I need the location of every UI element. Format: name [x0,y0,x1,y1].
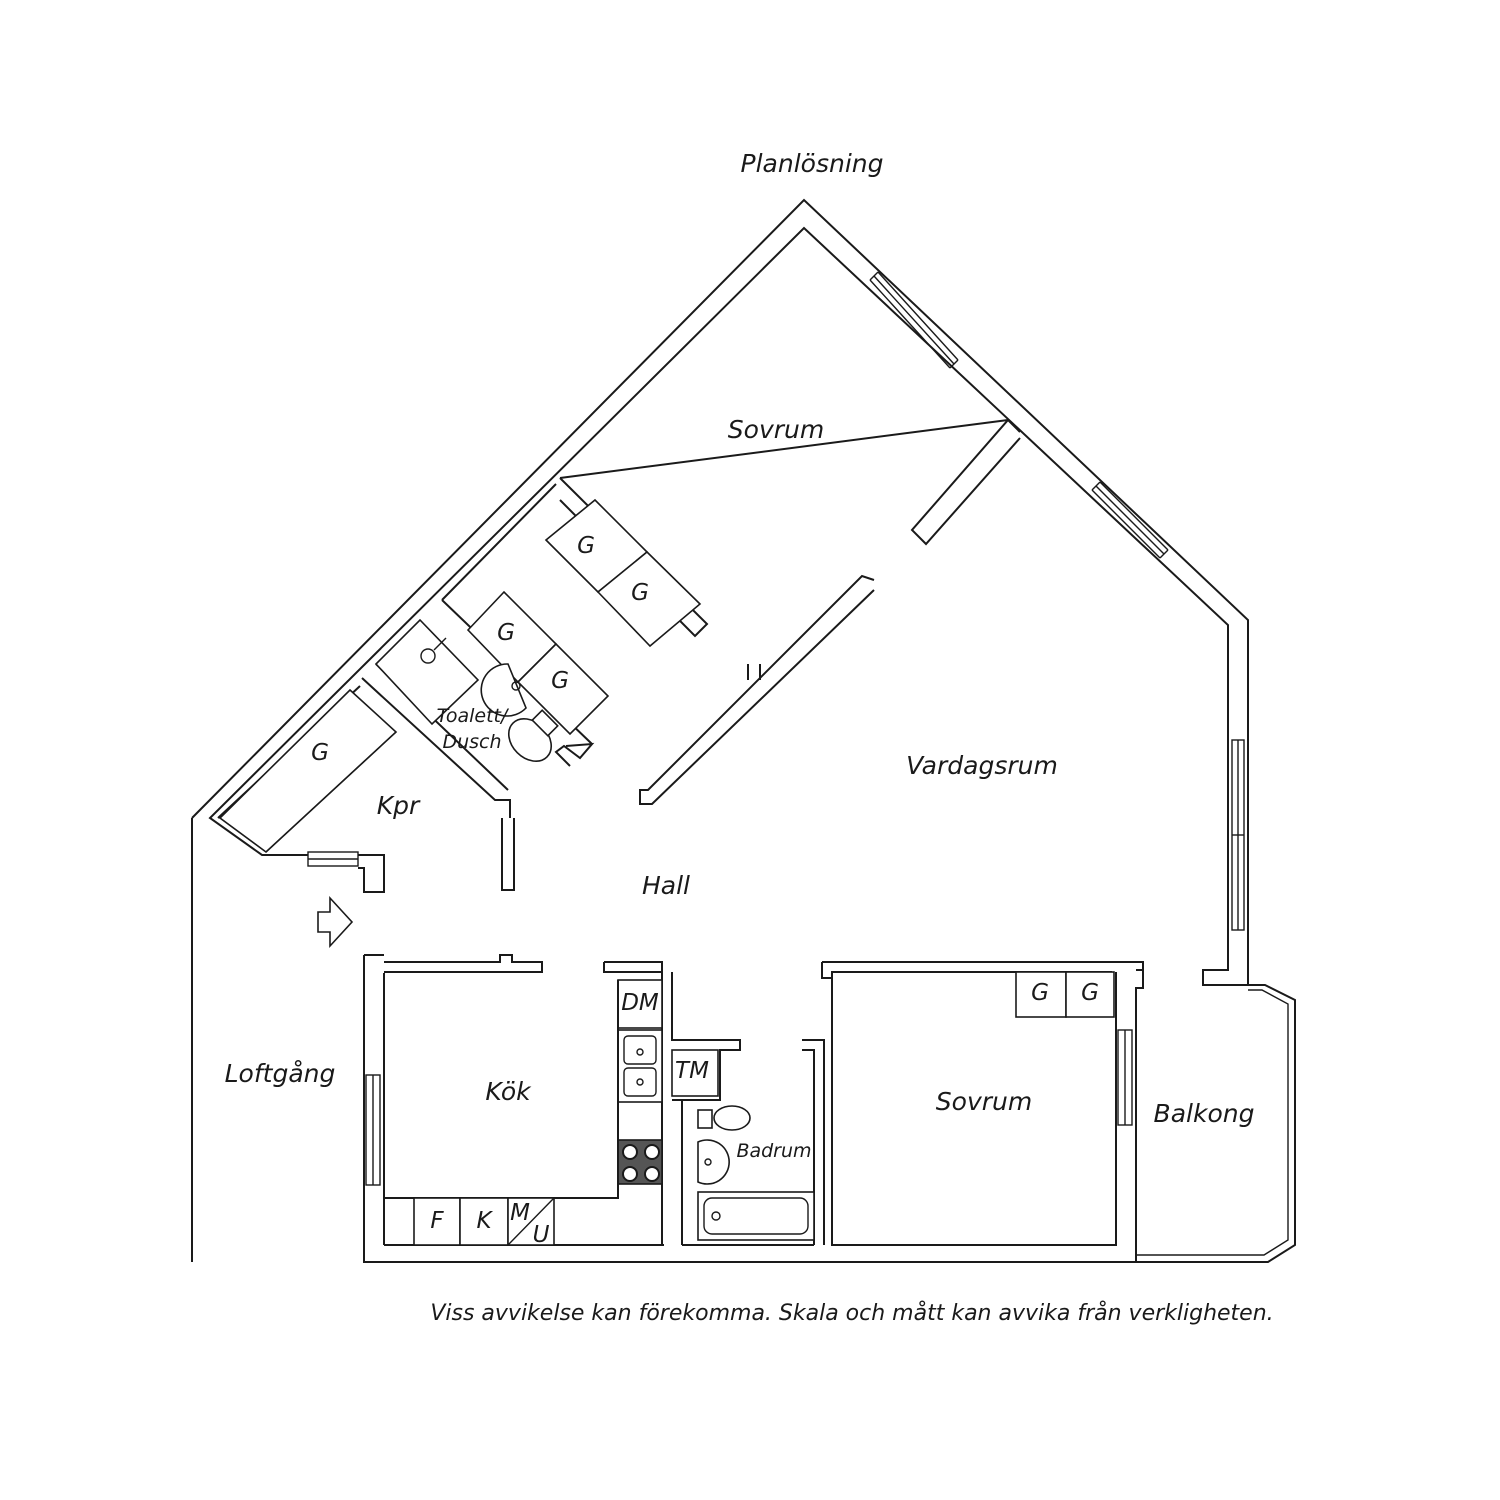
toilet-icon [507,709,559,763]
interior-walls [217,418,1144,1246]
oven-label: U [533,1222,550,1248]
room-label-kok: Kök [485,1077,532,1106]
dryer [671,1049,719,1097]
room-label-hall: Hall [642,871,690,900]
freezer [459,1197,509,1246]
fridge-label: F [430,1208,444,1234]
sink-icon [617,1029,663,1103]
toilet-icon [697,1105,751,1131]
wardrobe-label: G [551,668,569,694]
stove-icon [617,1139,663,1185]
shower-icon [374,618,480,726]
room-label-kpr: Kpr [377,791,421,820]
freezer-label: K [476,1208,493,1234]
fridge [413,1197,461,1246]
window-icon [307,271,1245,1186]
room-label-balkong: Balkong [1154,1099,1255,1128]
room-label-vardagsrum: Vardagsrum [906,751,1058,780]
wardrobe-label: G [577,533,595,559]
room-label-toalett: Toalett/ [437,705,510,727]
room-label-dusch: Dusch [442,731,501,753]
entrance-arrow-icon [317,895,354,949]
sink-icon [697,1139,730,1185]
dishwasher [617,979,663,1029]
sink-icon [480,663,527,717]
dishwasher-label: DM [621,990,659,1016]
microwave-label: M [510,1200,530,1226]
plan-title: Planlösning [741,149,884,178]
room-label-sovrum-bottom: Sovrum [936,1087,1032,1116]
balcony [1136,984,1296,1263]
room-label-loftgang: Loftgång [225,1059,336,1088]
room-label-sovrum-top: Sovrum [728,415,824,444]
wardrobe-label: G [497,620,515,646]
disclaimer: Viss avvikelse kan förekomma. Skala och … [430,1300,1273,1326]
bathtub-icon [697,1191,815,1241]
wardrobe-label: G [631,580,649,606]
dryer-label: TM [675,1058,709,1084]
wardrobes [218,498,1115,1018]
wardrobe-label: G [1081,980,1099,1006]
wardrobe-label: G [311,740,329,766]
room-label-badrum: Badrum [736,1140,811,1162]
wardrobe-label: G [1031,980,1049,1006]
